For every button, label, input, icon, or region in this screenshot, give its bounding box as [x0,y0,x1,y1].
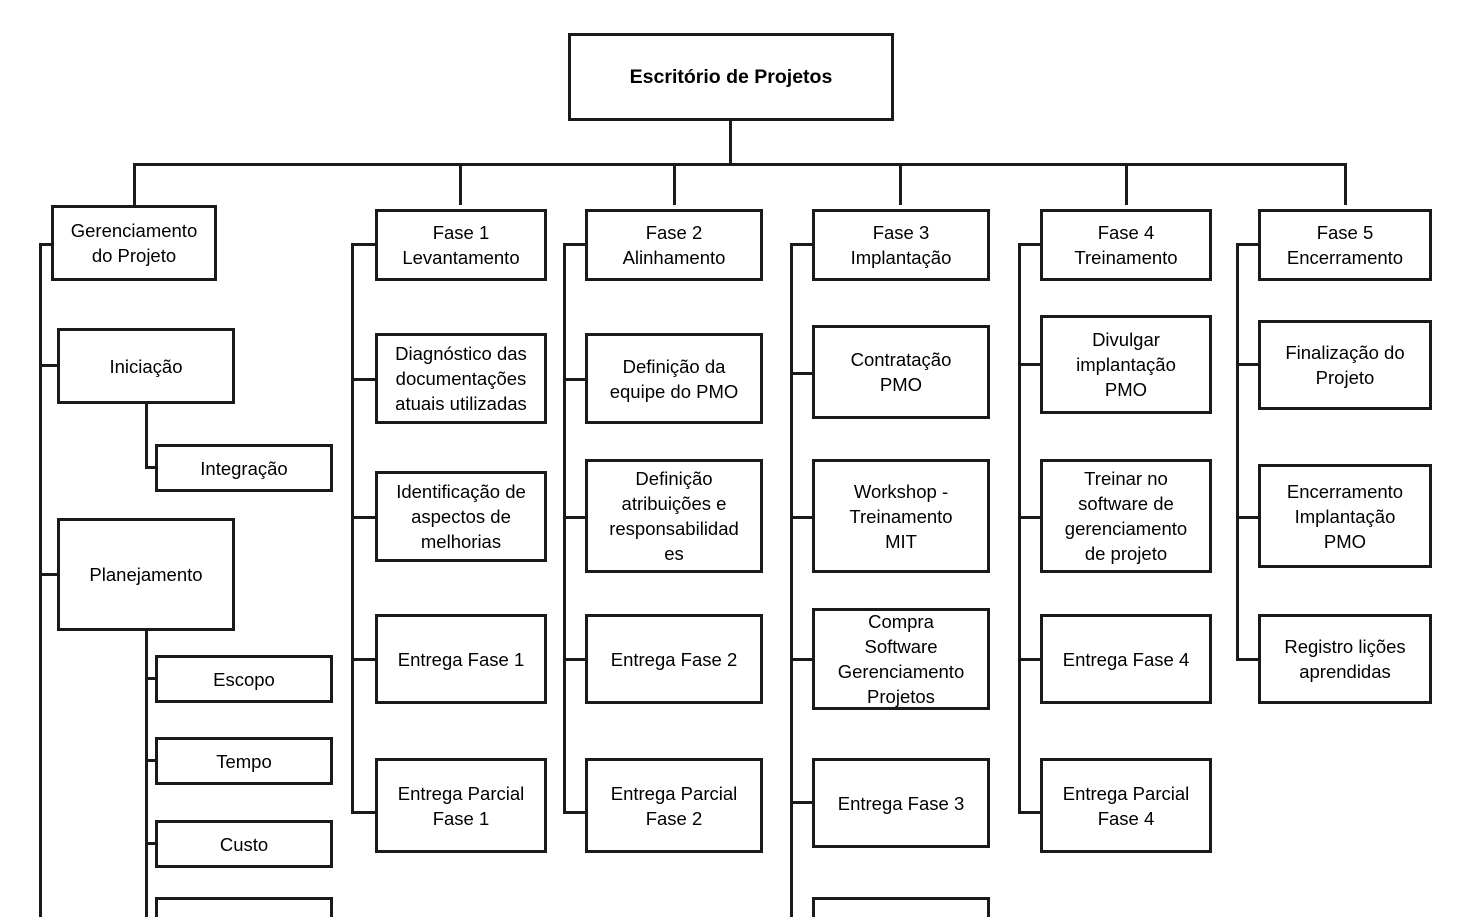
connector-rail-to-fase-2-child-3 [563,658,587,661]
connector-rail-to-fase-5-child-2 [1236,516,1260,519]
node-planejamento[interactable]: Planejamento [57,518,235,631]
connector-rail-to-custo [145,842,159,845]
node-fase-3-child-3[interactable]: Compra Software Gerenciamento Projetos [812,608,990,710]
node-fase-2-child-1[interactable]: Definição da equipe do PMO [585,333,763,424]
connector-rail-to-iniciacao [39,364,59,367]
connector-rail-to-fase-2-child-2 [563,516,587,519]
node-tempo[interactable]: Tempo [155,737,333,785]
node-fase-1-child-3[interactable]: Entrega Fase 1 [375,614,547,704]
node-fase-3-child-2[interactable]: Workshop - Treinamento MIT [812,459,990,573]
connector-rail-to-fase-3-child-3 [790,658,814,661]
connector-elbow-gerenciamento-header [39,243,53,246]
connector-elbow-fase-3-header [790,243,814,246]
node-iniciacao[interactable]: Iniciação [57,328,235,404]
connector-rail-fase-3 [790,243,793,917]
connector-elbow-fase-4-header [1018,243,1042,246]
connector-drop-fase-1 [459,163,462,205]
connector-rail-planejamento [145,631,148,917]
node-fase-4-child-3[interactable]: Entrega Fase 4 [1040,614,1212,704]
connector-rail-to-fase-4-child-2 [1018,516,1042,519]
connector-rail-to-fase-1-child-3 [351,658,377,661]
node-planejamento-child-4[interactable] [155,897,333,917]
node-root-escritorio-de-projetos[interactable]: Escritório de Projetos [568,33,894,121]
connector-rail-to-tempo [145,759,159,762]
node-fase-2-child-4[interactable]: Entrega Parcial Fase 2 [585,758,763,853]
connector-elbow-fase-5-header [1236,243,1260,246]
connector-rail-to-fase-5-child-1 [1236,363,1260,366]
connector-drop-fase-3 [899,163,902,205]
node-fase-5-child-3[interactable]: Registro lições aprendidas [1258,614,1432,704]
connector-drop-fase-5 [1344,163,1347,205]
node-fase-2-child-3[interactable]: Entrega Fase 2 [585,614,763,704]
connector-rail-fase-2 [563,243,566,814]
node-fase-5-child-1[interactable]: Finalização do Projeto [1258,320,1432,410]
node-custo[interactable]: Custo [155,820,333,868]
connector-rail-to-fase-4-child-4 [1018,811,1042,814]
connector-rail-to-fase-4-child-3 [1018,658,1042,661]
node-fase-5[interactable]: Fase 5 Encerramento [1258,209,1432,281]
connector-rail-to-fase-2-child-4 [563,811,587,814]
connector-rail-to-fase-4-child-1 [1018,363,1042,366]
connector-rail-gerenciamento [39,243,42,917]
connector-rail-fase-5 [1236,243,1239,660]
node-integracao[interactable]: Integração [155,444,333,492]
node-fase-4[interactable]: Fase 4 Treinamento [1040,209,1212,281]
node-fase-1-child-4[interactable]: Entrega Parcial Fase 1 [375,758,547,853]
node-fase-1-child-2[interactable]: Identificação de aspectos de melhorias [375,471,547,562]
node-fase-2[interactable]: Fase 2 Alinhamento [585,209,763,281]
node-fase-3[interactable]: Fase 3 Implantação [812,209,990,281]
node-fase-1-child-1[interactable]: Diagnóstico das documentações atuais uti… [375,333,547,424]
connector-rail-to-planejamento [39,573,59,576]
node-fase-3-child-5[interactable] [812,897,990,917]
connector-drop-fase-2 [673,163,676,205]
connector-elbow-fase-2-header [563,243,587,246]
node-fase-3-child-1[interactable]: Contratação PMO [812,325,990,419]
connector-drop-fase-4 [1125,163,1128,205]
node-fase-4-child-4[interactable]: Entrega Parcial Fase 4 [1040,758,1212,853]
connector-rail-to-fase-3-child-2 [790,516,814,519]
node-fase-5-child-2[interactable]: Encerramento Implantação PMO [1258,464,1432,568]
connector-main-bus [133,163,1347,166]
connector-iniciacao-to-integracao [145,466,159,469]
connector-rail-to-fase-2-child-1 [563,378,587,381]
connector-elbow-fase-1-header [351,243,377,246]
connector-rail-to-fase-1-child-1 [351,378,377,381]
node-escopo[interactable]: Escopo [155,655,333,703]
node-fase-2-child-2[interactable]: Definição atribuições e responsabilidad … [585,459,763,573]
connector-rail-to-escopo [145,677,159,680]
connector-rail-to-fase-3-child-4 [790,801,814,804]
connector-rail-to-fase-5-child-3 [1236,658,1260,661]
connector-drop-gerenciamento [133,163,136,205]
node-gerenciamento-do-projeto[interactable]: Gerenciamento do Projeto [51,205,217,281]
connector-iniciacao-stem [145,404,148,468]
connector-rail-fase-4 [1018,243,1021,814]
node-fase-4-child-2[interactable]: Treinar no software de gerenciamento de … [1040,459,1212,573]
connector-rail-to-fase-1-child-2 [351,516,377,519]
node-fase-3-child-4[interactable]: Entrega Fase 3 [812,758,990,848]
connector-root-stem [729,121,732,165]
connector-rail-to-fase-1-child-4 [351,811,377,814]
connector-rail-fase-1 [351,243,354,814]
node-fase-4-child-1[interactable]: Divulgar implantação PMO [1040,315,1212,414]
node-fase-1[interactable]: Fase 1 Levantamento [375,209,547,281]
connector-rail-to-fase-3-child-1 [790,372,814,375]
